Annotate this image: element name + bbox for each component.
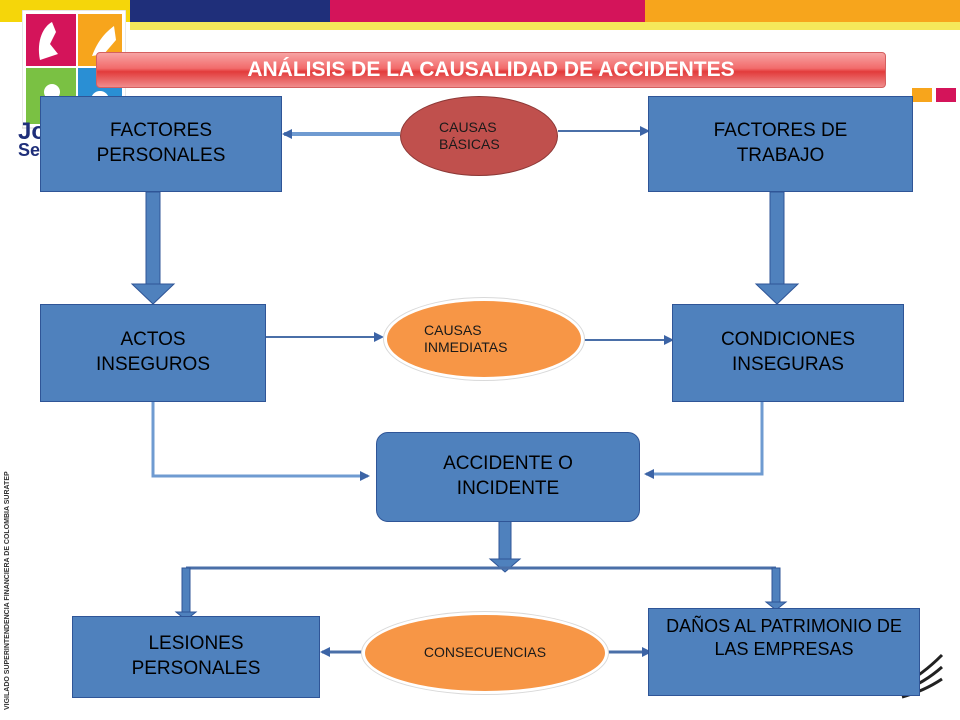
top-bar-red	[330, 0, 645, 22]
node-causas-inmediatas: CAUSAS INMEDIATAS	[384, 298, 584, 380]
right-color-squares-2	[936, 88, 956, 102]
node-danos: DAÑOS AL PATRIMONIO DE LAS EMPRESAS	[648, 608, 920, 696]
node-lesiones: LESIONES PERSONALES	[72, 616, 320, 698]
down-arrow-accidente-head	[488, 558, 522, 573]
down-arrow-right-head	[754, 283, 800, 305]
down-arrow-left-head	[130, 283, 176, 305]
down-arrow-right-shaft	[769, 191, 785, 285]
down-arrow-left-shaft	[145, 191, 161, 285]
node-actos-inseguros: ACTOS INSEGUROS	[40, 304, 266, 402]
top-bar-blue	[130, 0, 330, 22]
down-arrow-accidente-shaft	[498, 520, 512, 560]
node-condiciones-inseguras: CONDICIONES INSEGURAS	[672, 304, 904, 402]
right-color-squares	[912, 88, 932, 102]
diagram-title: ANÁLISIS DE LA CAUSALIDAD DE ACCIDENTES	[96, 52, 886, 88]
node-consecuencias: CONSECUENCIAS	[362, 612, 608, 694]
elbow-actos-to-accidente	[151, 402, 370, 481]
node-factores-personales: FACTORES PERSONALES	[40, 96, 282, 192]
bracket-right-head	[764, 601, 788, 611]
top-bar-yellow-lower	[130, 22, 960, 30]
logo-text-line2: Se	[18, 140, 41, 160]
bracket-left-shaft	[181, 567, 191, 613]
bracket-right-shaft	[771, 567, 781, 603]
node-factores-trabajo: FACTORES DE TRABAJO	[648, 96, 913, 192]
node-accidente: ACCIDENTE O INCIDENTE	[376, 432, 640, 522]
top-bar-orange	[645, 0, 960, 22]
node-causas-basicas: CAUSAS BÁSICAS	[400, 96, 558, 176]
elbow-condiciones-to-accidente	[644, 402, 764, 479]
